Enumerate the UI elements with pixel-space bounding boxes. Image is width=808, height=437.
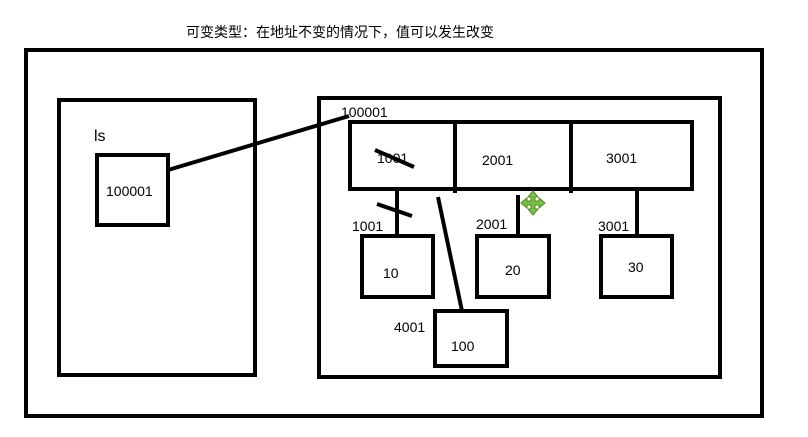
diagram-title: 可变类型：在地址不变的情况下，值可以发生改变 [186,25,494,41]
slot-1-address: 2001 [482,152,513,168]
object-box-4001 [433,309,509,368]
strikethrough-slot-0-link [376,202,413,218]
heap-region [317,96,722,379]
reference-arrow-ls [167,114,350,172]
variable-name: ls [94,128,106,145]
object-box-3001 [599,234,674,299]
object-box-2001 [475,234,551,299]
object-value-2001: 20 [505,262,521,278]
object-value-3001: 30 [628,259,644,275]
stack-region [57,98,257,377]
variable-box [95,153,170,227]
object-address-4001: 4001 [394,319,425,335]
object-value-1001: 10 [383,265,399,281]
outer-frame [24,48,764,418]
object-value-4001: 100 [451,338,475,354]
variable-value: 100001 [106,183,153,199]
object-address-1001: 1001 [352,218,383,234]
move-cursor-icon [520,190,546,216]
slot-2-address: 3001 [606,150,637,166]
slot-0-new-link [436,196,464,312]
list-object [348,120,694,191]
object-address-2001: 2001 [476,216,507,232]
object-address-3001: 3001 [598,218,629,234]
strikethrough-slot-0 [374,148,415,169]
object-box-1001 [360,234,435,299]
list-address: 100001 [341,104,388,120]
